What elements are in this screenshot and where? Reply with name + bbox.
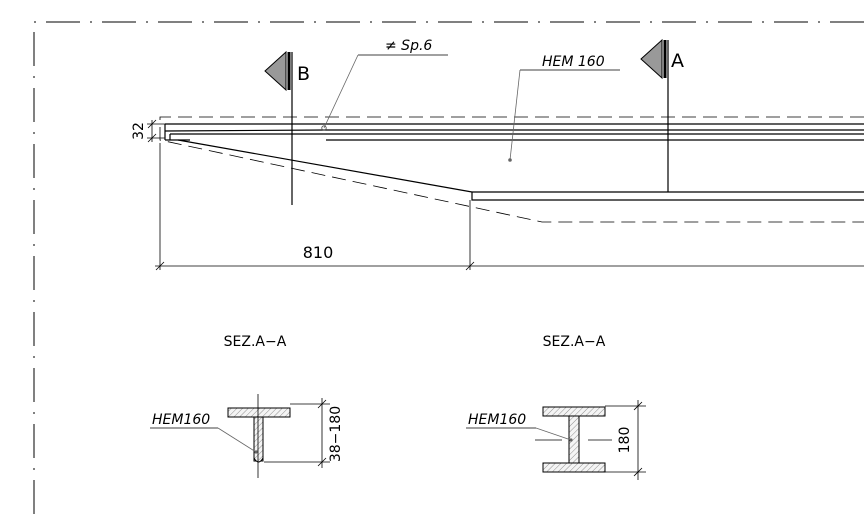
section-marker-b: B: [264, 50, 310, 205]
profile-label-right: HEM160: [468, 412, 526, 428]
cut-arrow-b: [264, 50, 287, 92]
section-label-b: B: [297, 63, 310, 85]
profile-label-left: HEM160: [152, 412, 210, 428]
dim-32-label: 32: [131, 122, 147, 140]
plate-callout: ≠ Sp.6: [321, 38, 448, 131]
section-marker-a: A: [640, 38, 684, 192]
profile-label-top: HEM 160: [542, 54, 605, 70]
profile-callout: HEM 160: [508, 54, 620, 162]
dimension-810: 810: [155, 143, 864, 271]
section-h-profile: HEM160 180: [466, 400, 646, 480]
plate-label: ≠ Sp.6: [385, 38, 432, 54]
beam-elevation: [159, 116, 864, 223]
section-title-left: SEZ.A−A: [224, 334, 287, 350]
hidden-outline: [159, 116, 864, 223]
dim-810-label: 810: [303, 243, 334, 262]
section-label-a: A: [671, 50, 684, 72]
section-t-profile: HEM160 38−180: [150, 394, 344, 478]
dimension-32: 32: [131, 119, 165, 143]
sheet-border: [33, 21, 864, 522]
dim-left-label: 38−180: [328, 406, 344, 462]
section-title-right: SEZ.A−A: [543, 334, 606, 350]
cut-arrow-a: [640, 38, 663, 80]
dim-right-label: 180: [617, 427, 633, 454]
